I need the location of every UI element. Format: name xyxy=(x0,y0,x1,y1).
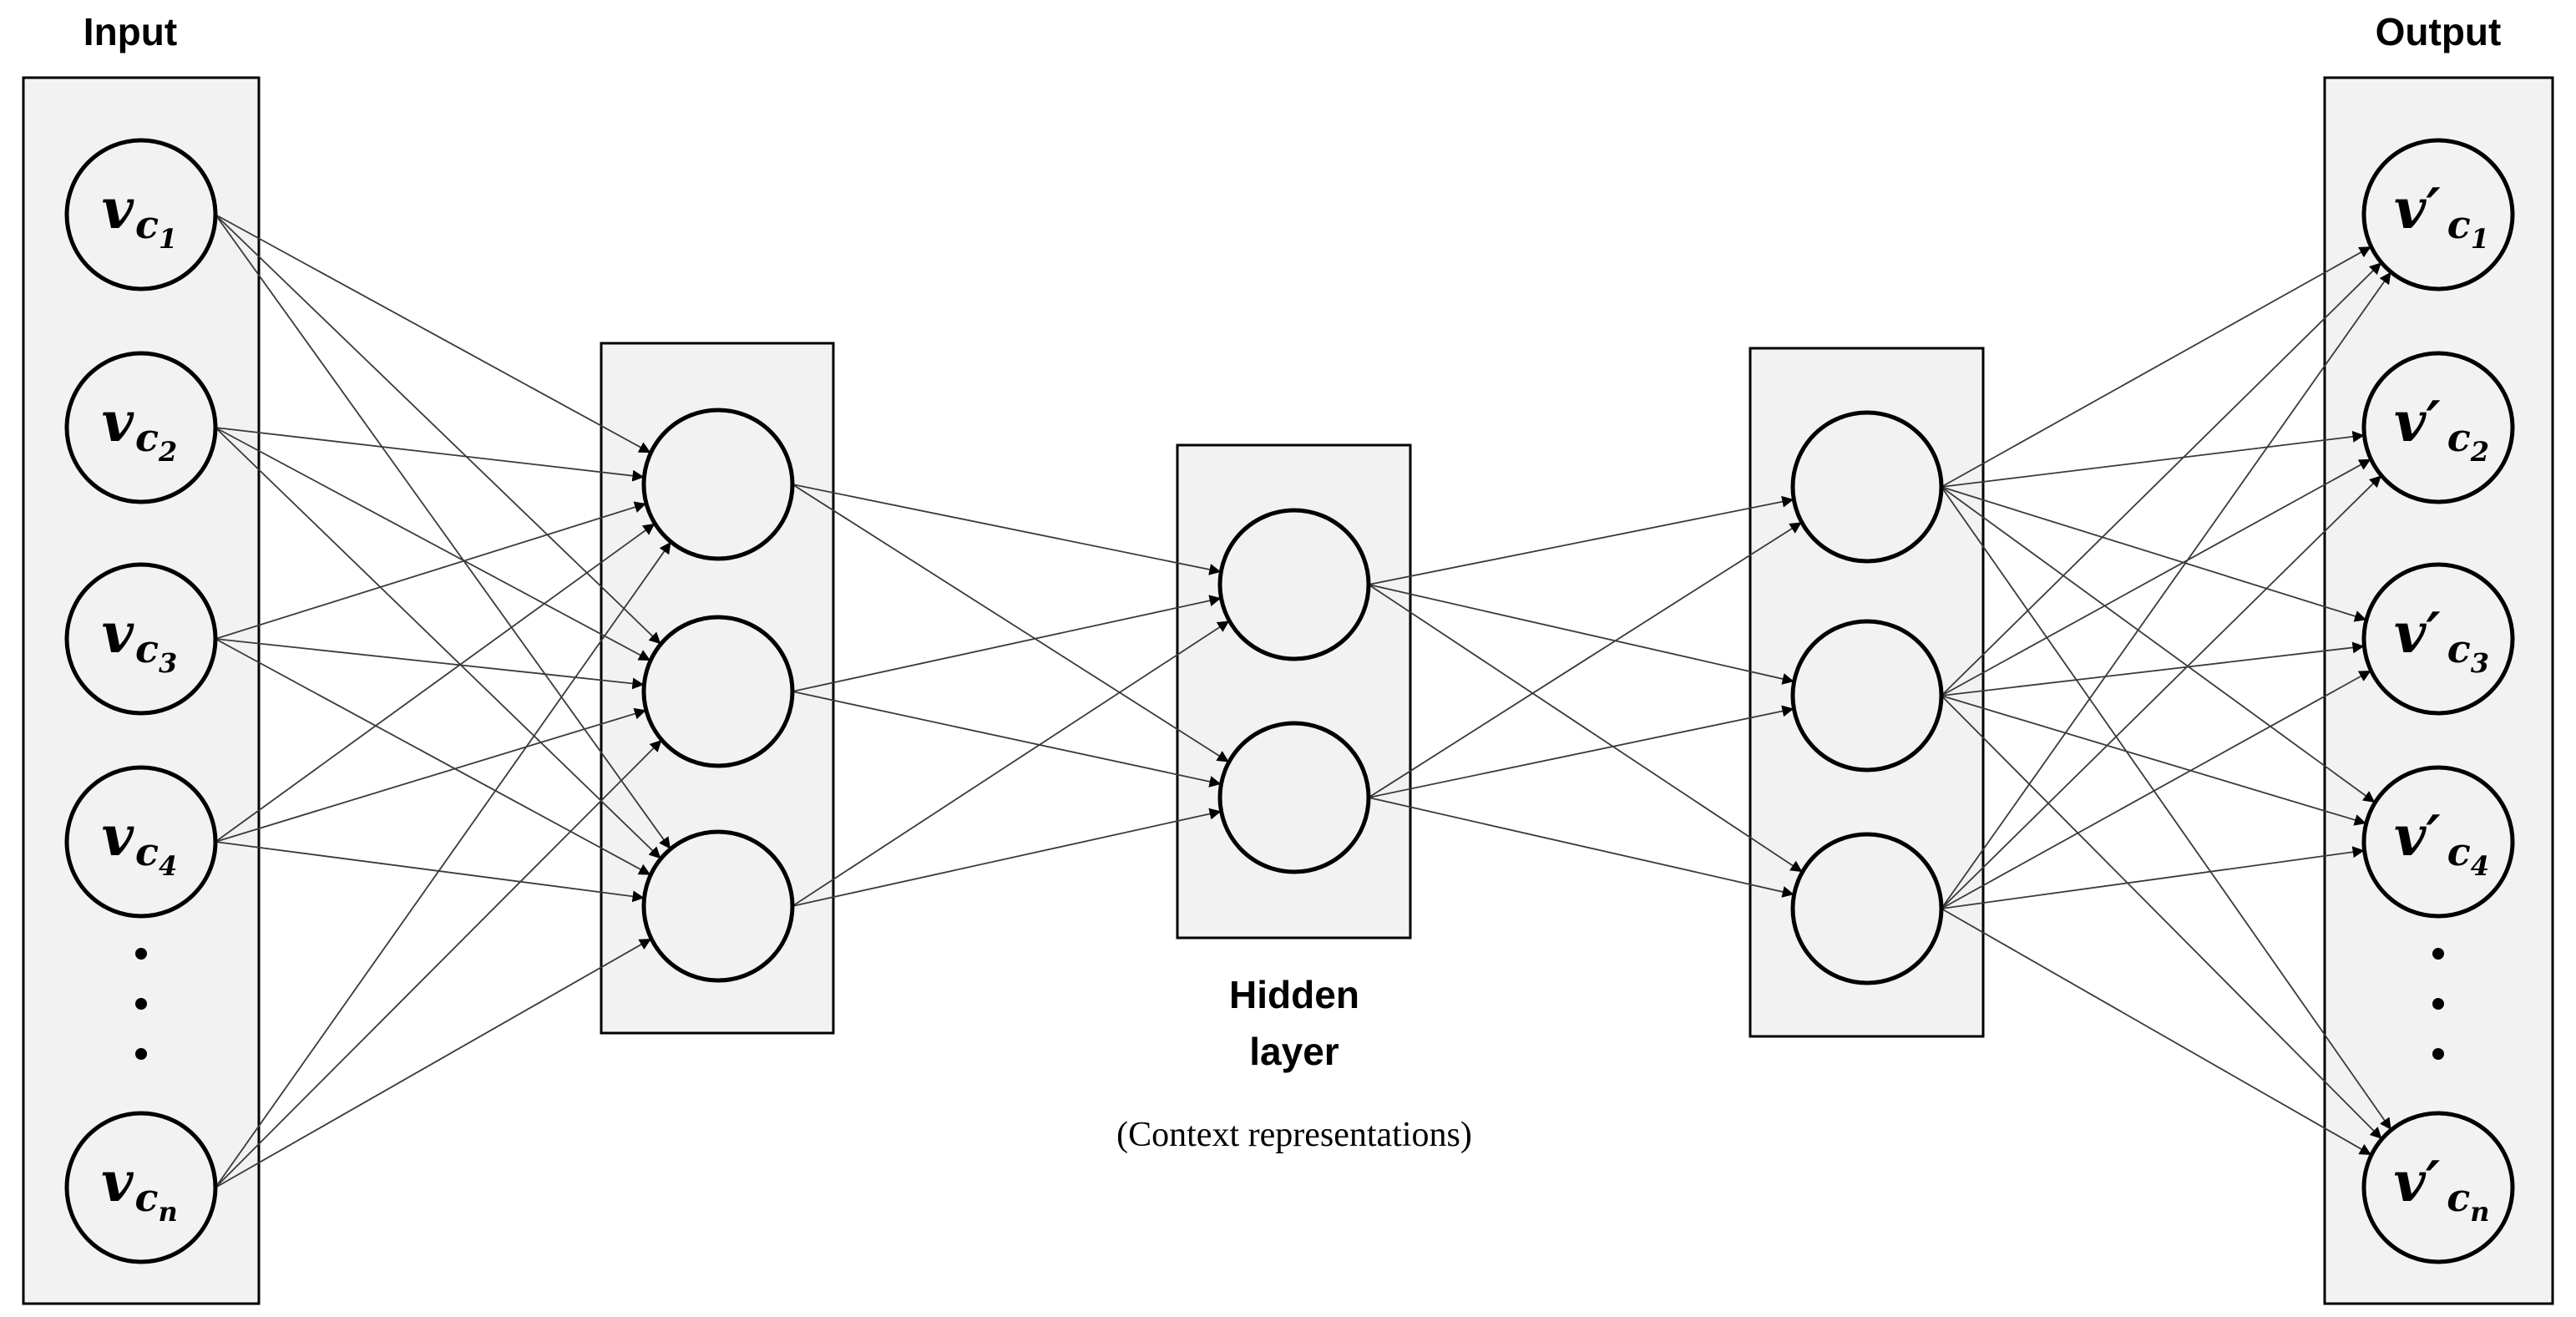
input-ellipsis-dot xyxy=(135,998,147,1010)
input-ellipsis-dot xyxy=(135,948,147,960)
connection-edge xyxy=(215,841,645,903)
connection-edge xyxy=(215,501,647,640)
connection-edge xyxy=(1941,246,2372,488)
connection-edge xyxy=(1368,521,1803,798)
output-node xyxy=(2361,1111,2515,1264)
output-ellipsis xyxy=(2432,948,2444,1060)
output-node xyxy=(2361,765,2515,919)
connection-edge xyxy=(215,427,651,661)
connection-edge xyxy=(1941,486,2376,803)
enc-node xyxy=(641,408,795,561)
hidden-layer-note: (Context representations) xyxy=(1116,1116,1472,1154)
output-node-label: v′cn xyxy=(2393,1149,2489,1228)
connection-edge xyxy=(1941,261,2382,696)
connection-edge xyxy=(215,739,663,1188)
input-node-label: vc4 xyxy=(102,803,178,882)
connection-edge xyxy=(1941,695,2383,1140)
dec-node xyxy=(1790,832,1944,985)
input-ellipsis-dot xyxy=(135,1048,147,1060)
output-ellipsis-dot xyxy=(2432,948,2444,960)
connection-edge xyxy=(215,638,651,876)
hidden-layer-label-line2: layer xyxy=(1249,1030,1339,1073)
connection-edge xyxy=(215,214,651,454)
connection-edge xyxy=(215,427,645,482)
output-heading: Output xyxy=(2376,10,2502,53)
connection-edge xyxy=(215,214,662,645)
dec-node xyxy=(1790,410,1944,564)
connection-edge xyxy=(792,620,1230,907)
connection-edge xyxy=(1368,584,1804,873)
enc-node xyxy=(641,829,795,983)
output-node xyxy=(2361,562,2515,716)
connection-edge xyxy=(1368,584,1794,685)
connection-edge xyxy=(215,427,662,859)
connection-edge xyxy=(215,707,647,843)
connection-edge xyxy=(1941,430,2365,488)
input-node xyxy=(64,765,218,919)
connection-edge xyxy=(1368,797,1794,898)
connections xyxy=(215,214,2392,1188)
connection-edge xyxy=(215,523,655,843)
input-node-label: vc2 xyxy=(102,389,178,468)
output-node-label: v′c4 xyxy=(2394,803,2489,882)
connection-edge xyxy=(215,214,671,850)
input-node-label: vc1 xyxy=(102,176,178,255)
output-node-label: v′c3 xyxy=(2394,600,2489,679)
connection-edge xyxy=(1941,458,2371,696)
connection-edge xyxy=(792,691,1222,788)
output-node xyxy=(2361,351,2515,504)
input-node xyxy=(64,351,218,504)
output-node-label: v′c1 xyxy=(2394,176,2489,255)
input-ellipsis xyxy=(135,948,147,1060)
enc-node xyxy=(641,615,795,768)
connection-edge xyxy=(1941,846,2365,909)
hid-node xyxy=(1217,508,1371,661)
output-ellipsis-dot xyxy=(2432,998,2444,1010)
connection-edge xyxy=(215,938,652,1188)
connection-edge xyxy=(1368,705,1794,798)
connection-edge xyxy=(792,484,1222,575)
output-node-label: v′c2 xyxy=(2394,389,2489,468)
nodes: vc1 vc2 vc3 vc4 vcn v′c1 v′c2 v′c3 v′c4 v′cn xyxy=(64,138,2515,1264)
connection-edge xyxy=(1941,486,2367,622)
connection-edge xyxy=(1941,908,2372,1156)
input-node xyxy=(64,562,218,716)
connection-edge xyxy=(1941,670,2371,909)
input-node-label: vc3 xyxy=(102,600,178,679)
connection-edge xyxy=(215,638,645,690)
input-node xyxy=(64,1111,218,1264)
input-heading: Input xyxy=(84,10,177,53)
connection-edge xyxy=(792,595,1222,692)
connection-edge xyxy=(792,808,1222,907)
hid-node xyxy=(1217,721,1371,874)
connection-edge xyxy=(792,484,1230,763)
connection-edge xyxy=(1941,474,2382,909)
dec-node xyxy=(1790,619,1944,772)
output-ellipsis-dot xyxy=(2432,1048,2444,1060)
connection-edge xyxy=(1941,486,2392,1131)
connection-edge xyxy=(215,541,672,1188)
connection-edge xyxy=(1941,641,2365,696)
hidden-layer-label-line1: Hidden xyxy=(1229,973,1359,1016)
connection-edge xyxy=(1941,271,2392,909)
input-node-label: vcn xyxy=(101,1149,178,1228)
input-node xyxy=(64,138,218,291)
connection-edge xyxy=(1941,695,2367,826)
connection-edge xyxy=(1368,495,1794,585)
output-node xyxy=(2361,138,2515,291)
